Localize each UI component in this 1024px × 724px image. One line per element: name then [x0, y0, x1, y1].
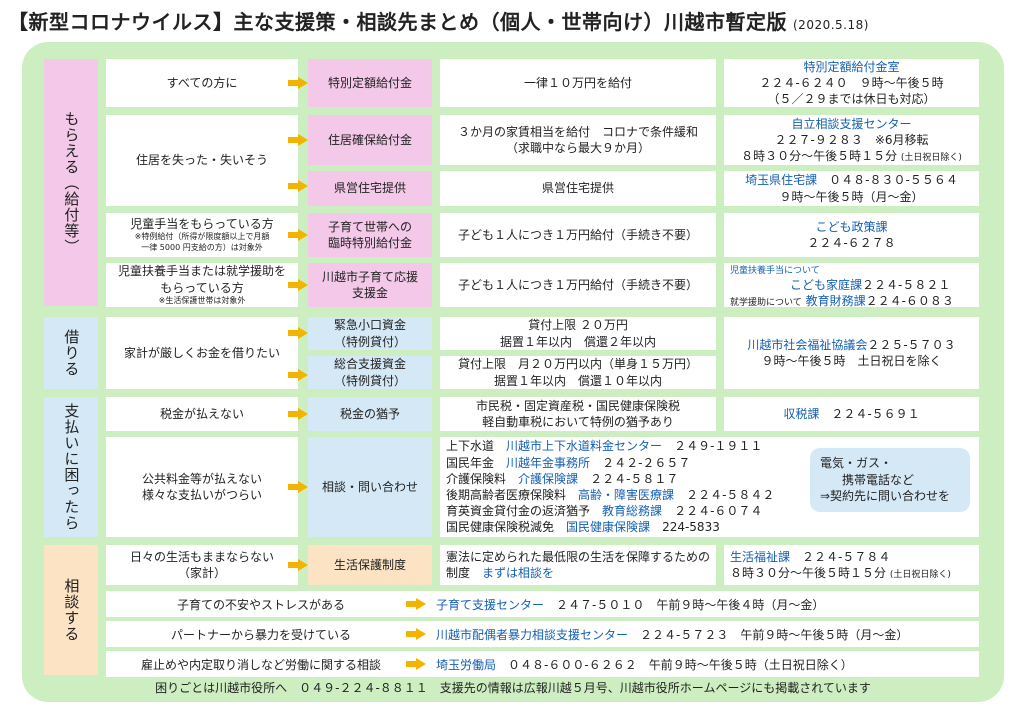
program-kenei: 県営住宅提供: [308, 171, 432, 206]
who-kariru: 家計が厳しくお金を借りたい: [106, 317, 298, 389]
arrow-icon: [406, 598, 426, 610]
program-kosodate-ouen: 川越市子育て応援支援金: [308, 263, 432, 307]
program-sougou-shien: 総合支援資金（特例貸付）: [308, 356, 432, 389]
who-zeikin: 税金が払えない: [106, 397, 298, 431]
callout-denki-gas: 電気・ガス・ 携帯電話など ⇒契約先に問い合わせを: [810, 448, 970, 512]
title-date: (2020.5.18): [793, 18, 869, 32]
program-teigaku: 特別定額給付金: [308, 59, 432, 107]
arrow-icon: [288, 481, 308, 493]
contact-shuzei: 収税課 ２２４-５６９１: [724, 397, 979, 431]
detail-kosodate-ouen: 子ども１人につき１万円給付（手続き不要）: [440, 263, 716, 307]
who-jido-teate: 児童手当をもらっている方 ※特例給付（所得が限度額以上で月額 一律 5000 円…: [106, 213, 298, 257]
program-zeikin-yuyo: 税金の猶予: [308, 397, 432, 431]
arrow-icon: [406, 658, 426, 670]
program-seikatsu-hogo: 生活保護制度: [308, 545, 432, 585]
arrow-icon: [406, 628, 426, 640]
detail-teigaku: 一律１０万円を給付: [440, 59, 716, 107]
who-housing: 住居を失った・失いそう: [106, 115, 298, 206]
category-shiharai: 支払いに困ったら: [44, 397, 98, 537]
who-seikatsu: 日々の生活もままならない（家計）: [106, 545, 298, 585]
arrow-icon: [288, 559, 308, 571]
detail-jukyo: ３か月の家賃相当を給付 コロナで条件緩和（求職中なら最大９か月）: [440, 115, 716, 165]
arrow-icon: [288, 229, 308, 241]
list-item: 介護保険料 介護保険課 ２２４-５８１７: [446, 471, 679, 486]
program-kinkyu-koguchi: 緊急小口資金（特例貸付）: [308, 317, 432, 350]
row-dv-soudan: パートナーから暴力を受けている 川越市配偶者暴力相談支援センター ２２４-５７２…: [106, 621, 979, 647]
detail-kinkyu-koguchi: 貸付上限 ２０万円据置１年以内 償還２年以内: [440, 317, 716, 350]
who-all: すべての方に: [106, 59, 298, 107]
who-koukyou-ryoukin: 公共料金等が払えない様々な支払いがつらい: [106, 437, 298, 537]
arrow-icon: [288, 327, 308, 339]
contact-kenei: 埼玉県住宅課 ０４８-８３０-５５６４ ９時～午後５時（月～金）: [724, 171, 979, 206]
list-item: 国民健康保険税減免 国民健康保険課 224-5833: [446, 520, 720, 535]
contact-seikatsu-fukushi: 生活福祉課 ２２４-５７８４ ８時３０分～午後５時１５分 (土日祝日除く): [724, 545, 979, 585]
arrow-icon: [288, 369, 308, 381]
contact-shakyo: 川越市社会福祉協議会２２５-５７０３ ９時～午後５時 土日祝日を除く: [724, 317, 979, 389]
page-title: 【新型コロナウイルス】主な支援策・相談先まとめ（個人・世帯向け）川越市暫定版 (2…: [8, 6, 869, 35]
contact-jukyo: 自立相談支援センター ２２７-９２８３ ※6月移転 ８時３０分～午後５時１５分 …: [724, 115, 979, 165]
arrow-icon: [288, 77, 308, 89]
detail-kenei: 県営住宅提供: [440, 171, 716, 206]
contact-kodomo-seisaku: こども政策課 ２２４-６２７８: [724, 213, 979, 257]
list-item: 後期高齢者医療保険料 高齢・障害医療課 ２２４-５８４２: [446, 488, 775, 502]
detail-seikatsu-hogo: 憲法に定められた最低限の生活を保障するための制度 まずは相談を: [440, 545, 716, 585]
who-fuyou-teate: 児童扶養手当または就学援助をもらっている方 ※生活保護世帯は対象外: [106, 263, 298, 307]
detail-zeikin-yuyo: 市民税・固定資産税・国民健康保険税軽自動車税において特例の猶予あり: [440, 397, 716, 431]
arrow-icon: [288, 408, 308, 420]
category-morau: もらえる（給付等）: [44, 59, 98, 306]
row-kosodate-soudan: 子育ての不安やストレスがある 子育て支援センター ２４７-５０１０ 午前９時～午…: [106, 591, 979, 617]
arrow-icon: [288, 134, 308, 146]
program-soudan-toiawase: 相談・問い合わせ: [308, 437, 432, 537]
detail-sougou-shien: 貸付上限 月２０万円以内（単身１５万円）据置１年以内 償還１０年以内: [440, 356, 716, 389]
category-soudan: 相談する: [44, 545, 98, 675]
program-kosodate-rinji: 子育て世帯への臨時特別給付金: [308, 213, 432, 257]
title-text: 【新型コロナウイルス】主な支援策・相談先まとめ（個人・世帯向け）川越市暫定版: [8, 10, 787, 34]
list-item: 育英資金貸付金の返済猶予 教育総務課 ２２４-６０７４: [446, 504, 763, 519]
detail-kosodate-rinji: 子ども１人につき１万円給付（手続き不要）: [440, 213, 716, 257]
program-jukyo: 住居確保給付金: [308, 115, 432, 165]
list-item: 国民年金 川越年金事務所 ２４２-２６５７: [446, 455, 691, 470]
list-item: 上下水道 川越市上下水道料金センター ２４９-１９１１: [446, 439, 763, 454]
contact-teigaku: 特別定額給付金室 ２２４-６２４０ ９時～午後５時 （５／２９までは休日も対応）: [724, 59, 979, 107]
arrow-icon: [288, 279, 308, 291]
row-roudou-soudan: 雇止めや内定取り消しなど労働に関する相談 埼玉労働局 ０４８-６００-６２６２ …: [106, 651, 979, 677]
footer-text: 困りごとは川越市役所へ ０４９-２２４-８８１１ 支援先の情報は広報川越５月号、…: [155, 681, 871, 695]
category-kariru: 借りる: [44, 317, 98, 389]
arrow-icon: [288, 180, 308, 192]
contact-kodomo-katei: 児童扶養手当について こども家庭課２２４-５８２１ 就学援助について 教育財務課…: [724, 263, 979, 307]
